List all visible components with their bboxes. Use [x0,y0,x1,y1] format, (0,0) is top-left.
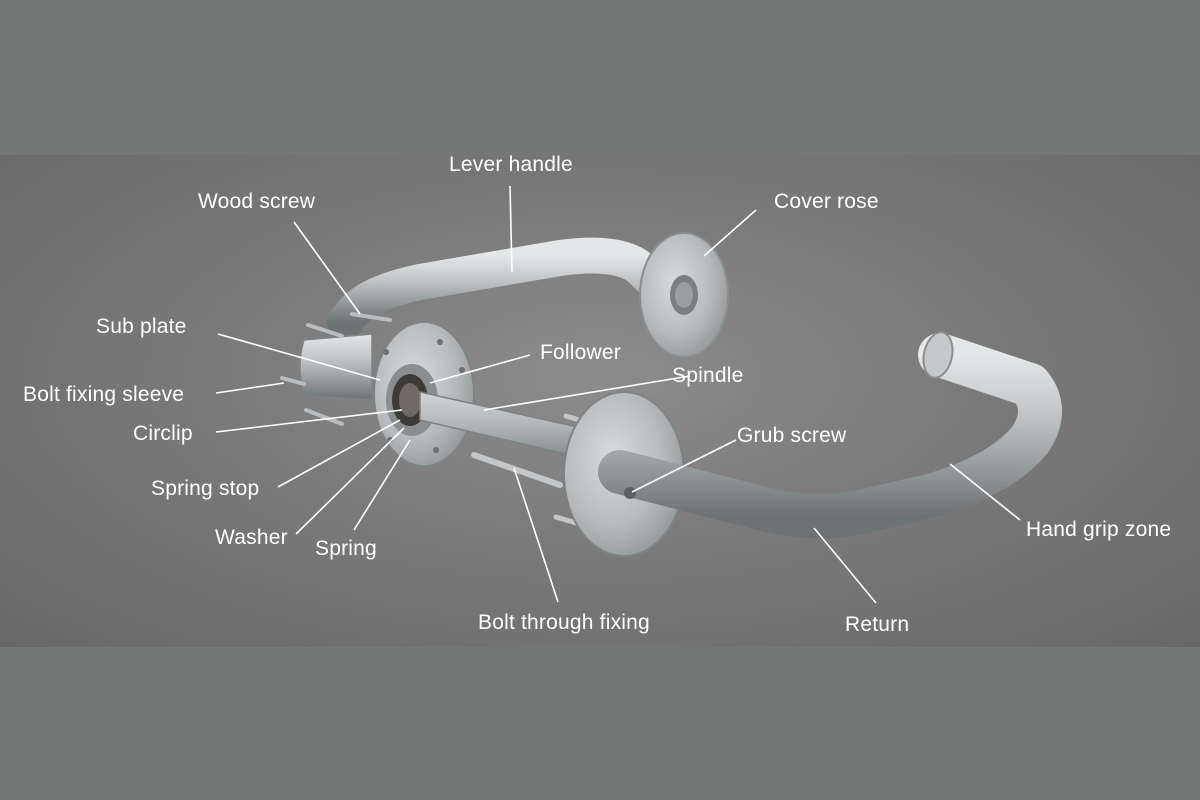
label-bolt-through-fixing: Bolt through fixing [478,611,650,634]
label-circlip: Circlip [133,422,193,445]
label-wood-screw: Wood screw [198,190,316,213]
bottom-band [0,647,1200,800]
label-spring-stop: Spring stop [151,477,260,500]
cover-rose-disc [639,232,729,358]
label-spindle: Spindle [672,364,744,387]
sub-plate-disc [373,321,475,467]
leader-lines [215,185,1021,604]
label-follower: Follower [540,341,621,364]
label-return: Return [845,613,910,636]
label-sub-plate: Sub plate [96,315,187,338]
top-band [0,0,1200,155]
front-lever-handle [598,331,1062,539]
label-cover-rose: Cover rose [774,190,879,213]
label-lever-handle: Lever handle [449,153,573,176]
label-washer: Washer [215,526,288,549]
label-spring: Spring [315,537,377,560]
label-hand-grip-zone: Hand grip zone [1026,518,1172,541]
back-lever-handle [327,237,668,340]
label-grub-screw: Grub screw [737,424,847,447]
label-bolt-fixing-sleeve: Bolt fixing sleeve [23,383,185,406]
